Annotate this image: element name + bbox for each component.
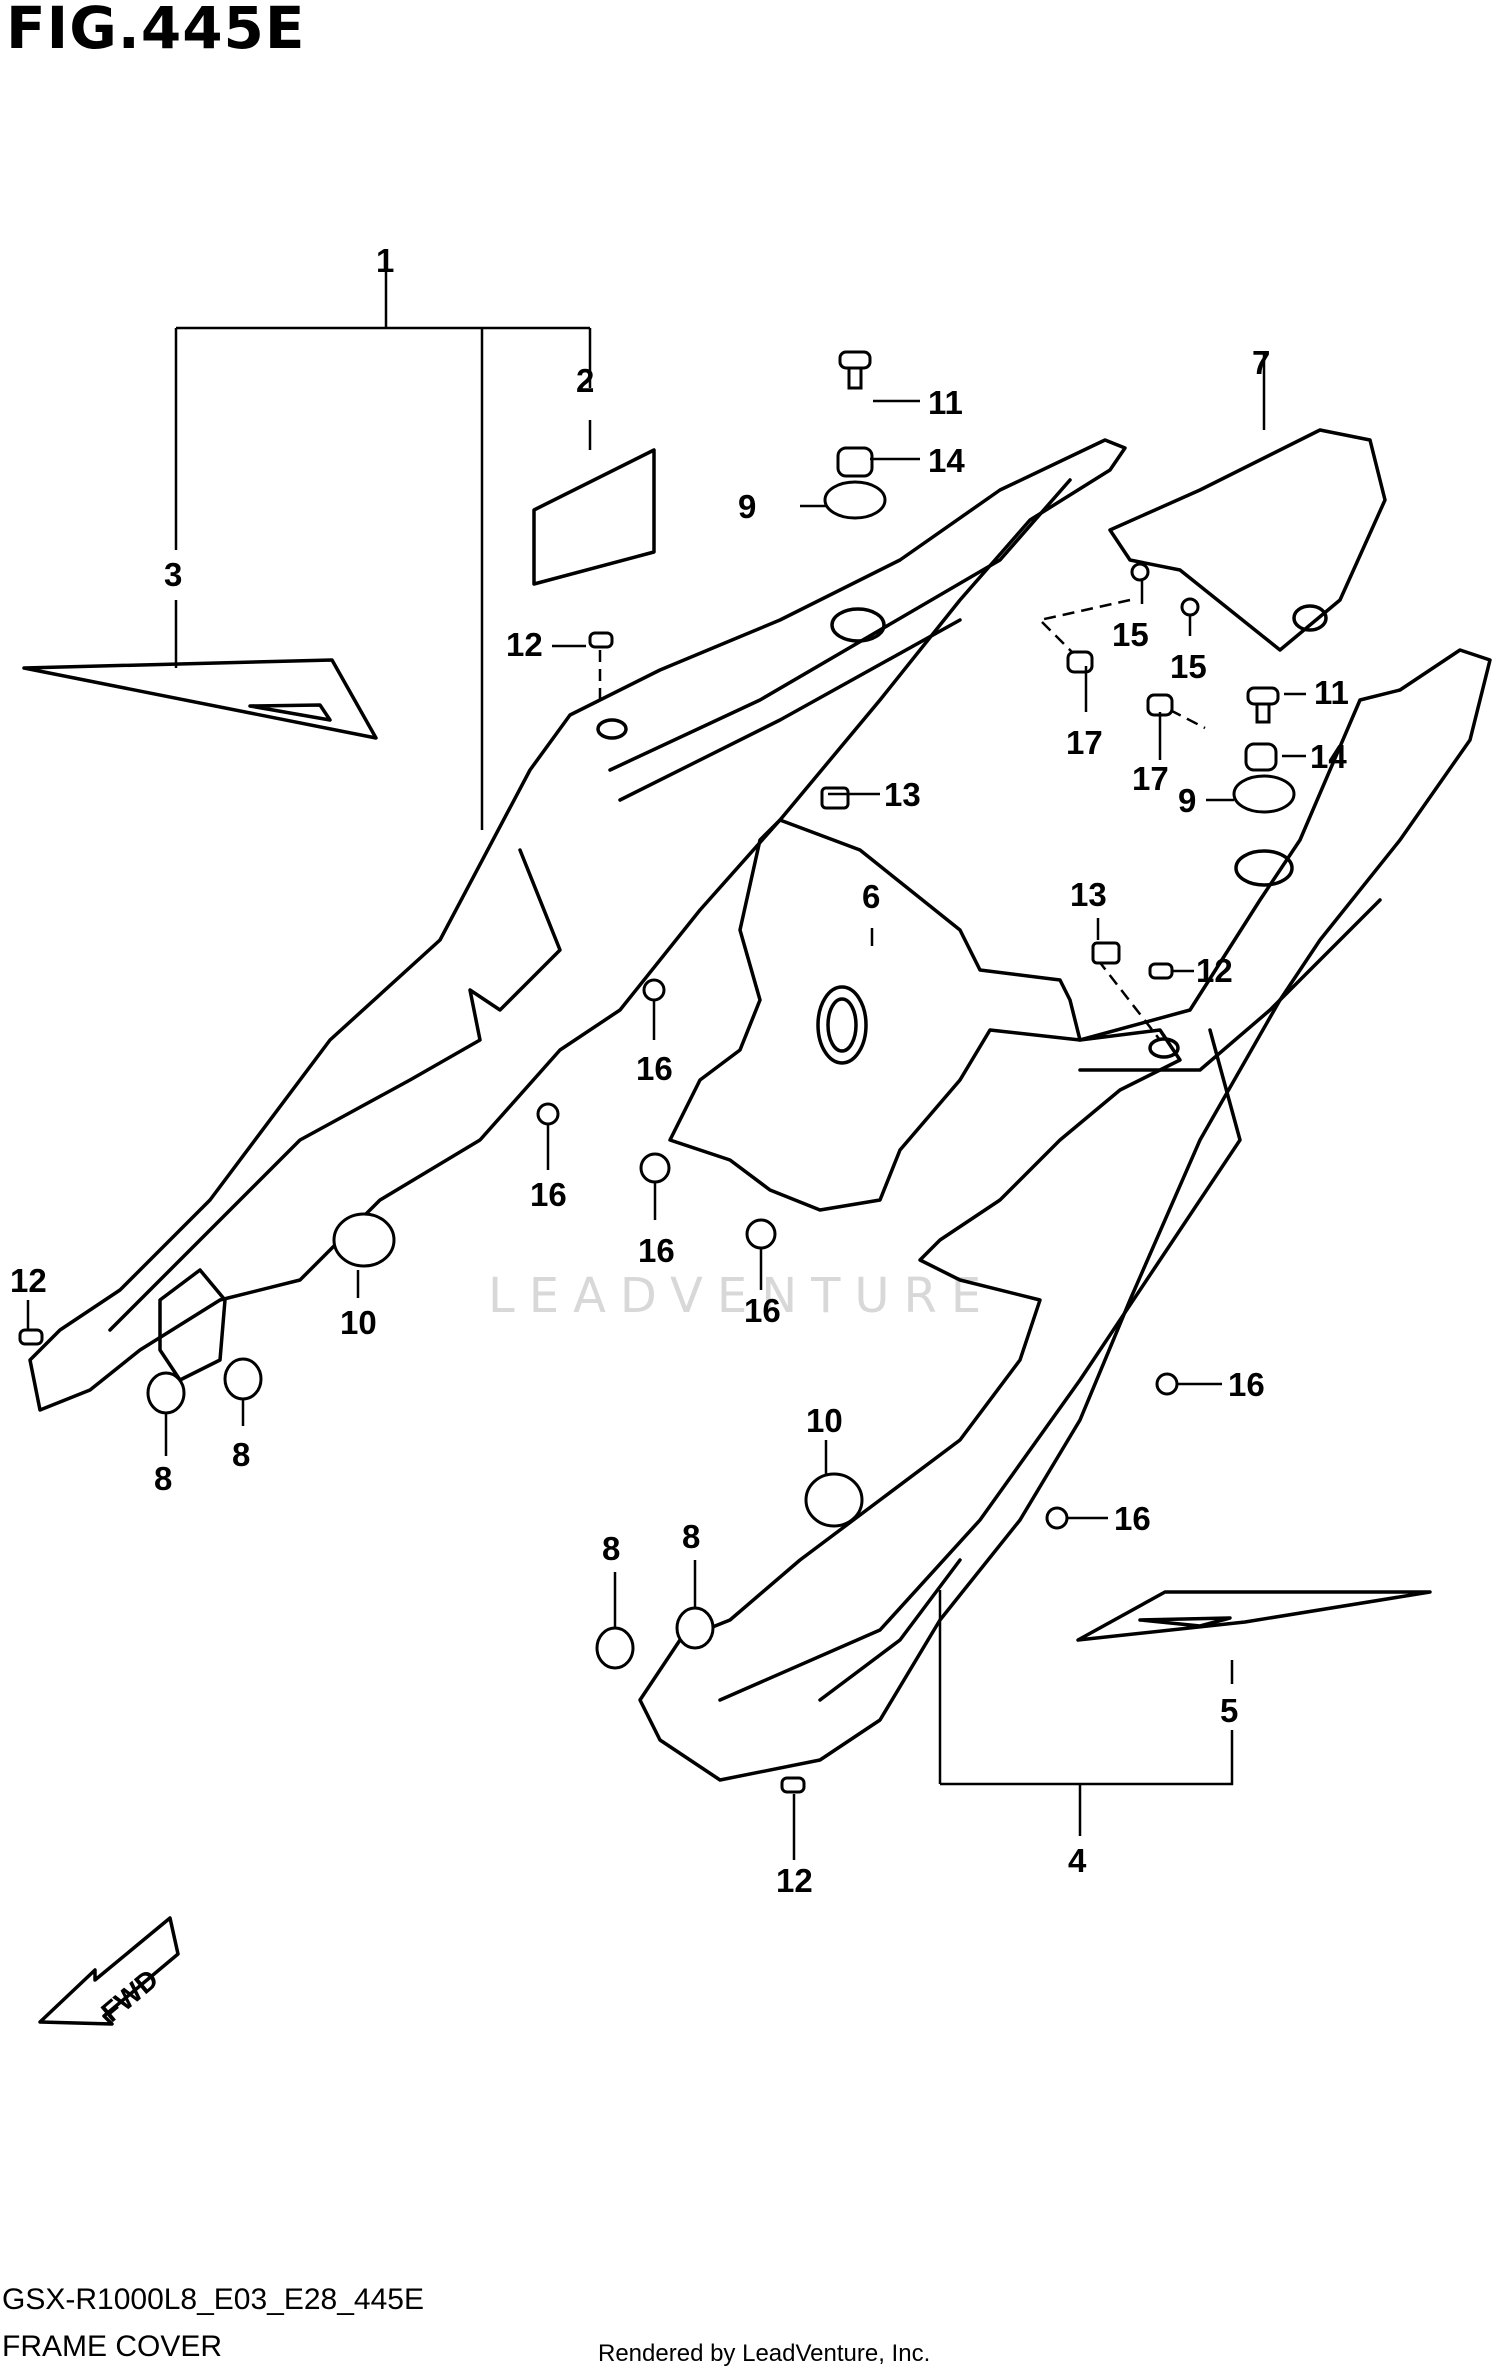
part-right-decal-inner (1138, 1616, 1232, 1628)
tail-piece-hole (1292, 604, 1328, 632)
callout-6: 6 (862, 878, 880, 915)
callout-5: 5 (1220, 1692, 1238, 1729)
part-left-decal (22, 658, 378, 740)
callout-8: 8 (154, 1460, 172, 1497)
part-right-frame-cover-edge (718, 898, 1382, 1702)
callout-16-c: 16 (638, 1232, 675, 1269)
callout-16-b: 16 (530, 1176, 567, 1213)
callout-7: 7 (1252, 344, 1270, 381)
callout-16: 16 (636, 1050, 673, 1087)
callout-3: 3 (164, 556, 182, 593)
callout-17-b: 17 (1132, 760, 1169, 797)
callout-15: 15 (1112, 616, 1149, 653)
fwd-arrow-icon (38, 1916, 180, 2026)
part-left-frame-cover-tab (158, 1268, 227, 1382)
center-panel-grommet-inner (826, 997, 858, 1053)
left-cover-mount-hole (830, 607, 886, 643)
leader-lines (26, 268, 1306, 1860)
callout-10-b: 10 (806, 1402, 843, 1439)
callout-10: 10 (340, 1304, 377, 1341)
callout-4: 4 (1068, 1842, 1087, 1879)
callout-15-b: 15 (1170, 648, 1207, 685)
right-cover-mount-hole (1234, 849, 1294, 887)
callout-12-b: 12 (1196, 952, 1233, 989)
callout-13-b: 13 (1070, 876, 1107, 913)
figure-name: FRAME COVER (2, 2330, 223, 2363)
model-code: GSX-R1000L8_E03_E28_445E (2, 2283, 424, 2316)
callout-12: 12 (506, 626, 543, 663)
callout-11: 11 (928, 384, 963, 421)
assembly-leader (1037, 598, 1131, 661)
callout-12-c: 12 (10, 1262, 47, 1299)
callout-8-d: 8 (682, 1518, 700, 1555)
callout-16-f: 16 (1114, 1500, 1151, 1537)
watermark: LEADVENTURE (488, 1268, 996, 1324)
part-tail-piece (1108, 428, 1387, 652)
callout-12-d: 12 (776, 1862, 813, 1899)
part-left-frame-cover (28, 438, 1127, 1412)
part-right-decal (1076, 1590, 1432, 1642)
bolt-hardware (18, 350, 1296, 1794)
callout-8-b: 8 (232, 1436, 250, 1473)
assembly-leader (1097, 959, 1161, 1041)
callout-16-d: 16 (744, 1292, 781, 1329)
right-cover-bolt-hole (1148, 1037, 1180, 1059)
assembly-leader (1169, 708, 1206, 730)
part-center-panel (668, 818, 1082, 1212)
callout-8-c: 8 (602, 1530, 620, 1567)
callout-11-b: 11 (1314, 674, 1349, 711)
callout-9-b: 9 (1178, 782, 1196, 819)
rendered-by-credit: Rendered by LeadVenture, Inc. (598, 2340, 931, 2367)
figure-title: FIG.445E (6, 0, 306, 62)
callout-14: 14 (928, 442, 965, 479)
part-label-sticker (532, 448, 656, 586)
callout-14-b: 14 (1310, 738, 1347, 775)
part-left-decal-inner (248, 703, 332, 722)
callout-13: 13 (884, 776, 921, 813)
center-panel-grommet (816, 985, 868, 1065)
callout-17: 17 (1066, 724, 1103, 761)
callout-16-e: 16 (1228, 1366, 1265, 1403)
callout-2: 2 (576, 362, 594, 399)
callout-1: 1 (376, 242, 394, 279)
callout-9: 9 (738, 488, 756, 525)
part-left-frame-cover-edge (108, 478, 1072, 1332)
left-cover-bolt-hole (596, 718, 628, 740)
part-right-frame-cover (638, 648, 1492, 1782)
